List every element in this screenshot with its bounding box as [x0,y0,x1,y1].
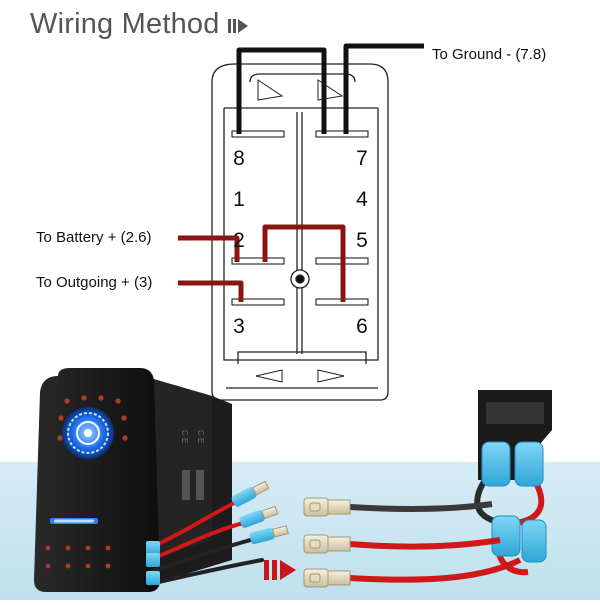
terminal-pad-2 [231,257,285,265]
switch-schematic [211,63,389,401]
ground-wires [236,43,424,134]
page-title: Wiring Method [30,8,220,40]
svg-text:C E: C E [180,430,189,443]
pin-number-6: 6 [356,315,368,338]
wiring-harness-photo [303,390,552,588]
battery-label: To Battery + (2.6) [36,229,152,246]
ground-label: To Ground - (7.8) [432,46,547,63]
pin-number-1: 1 [233,188,245,211]
pin-number-7: 7 [356,147,368,170]
pin-number-2: 2 [233,229,245,252]
pin-number-4: 4 [356,188,368,211]
positive-wires [178,224,346,302]
rocker-switch-photo: C E C E [34,368,232,592]
pin-number-8: 8 [233,147,245,170]
switch-pigtails [148,498,264,586]
outgoing-label: To Outgoing + (3) [36,274,153,291]
right-arrow-icon [264,560,296,580]
terminal-pad-8 [231,130,285,138]
pin-number-5: 5 [356,229,368,252]
svg-text:C E: C E [196,430,205,443]
play-arrow-icon [228,19,248,33]
pin-number-3: 3 [233,315,245,338]
terminal-pad-3 [231,298,285,306]
switch-pigtail-connectors [146,480,289,585]
terminal-pad-7 [315,130,369,138]
